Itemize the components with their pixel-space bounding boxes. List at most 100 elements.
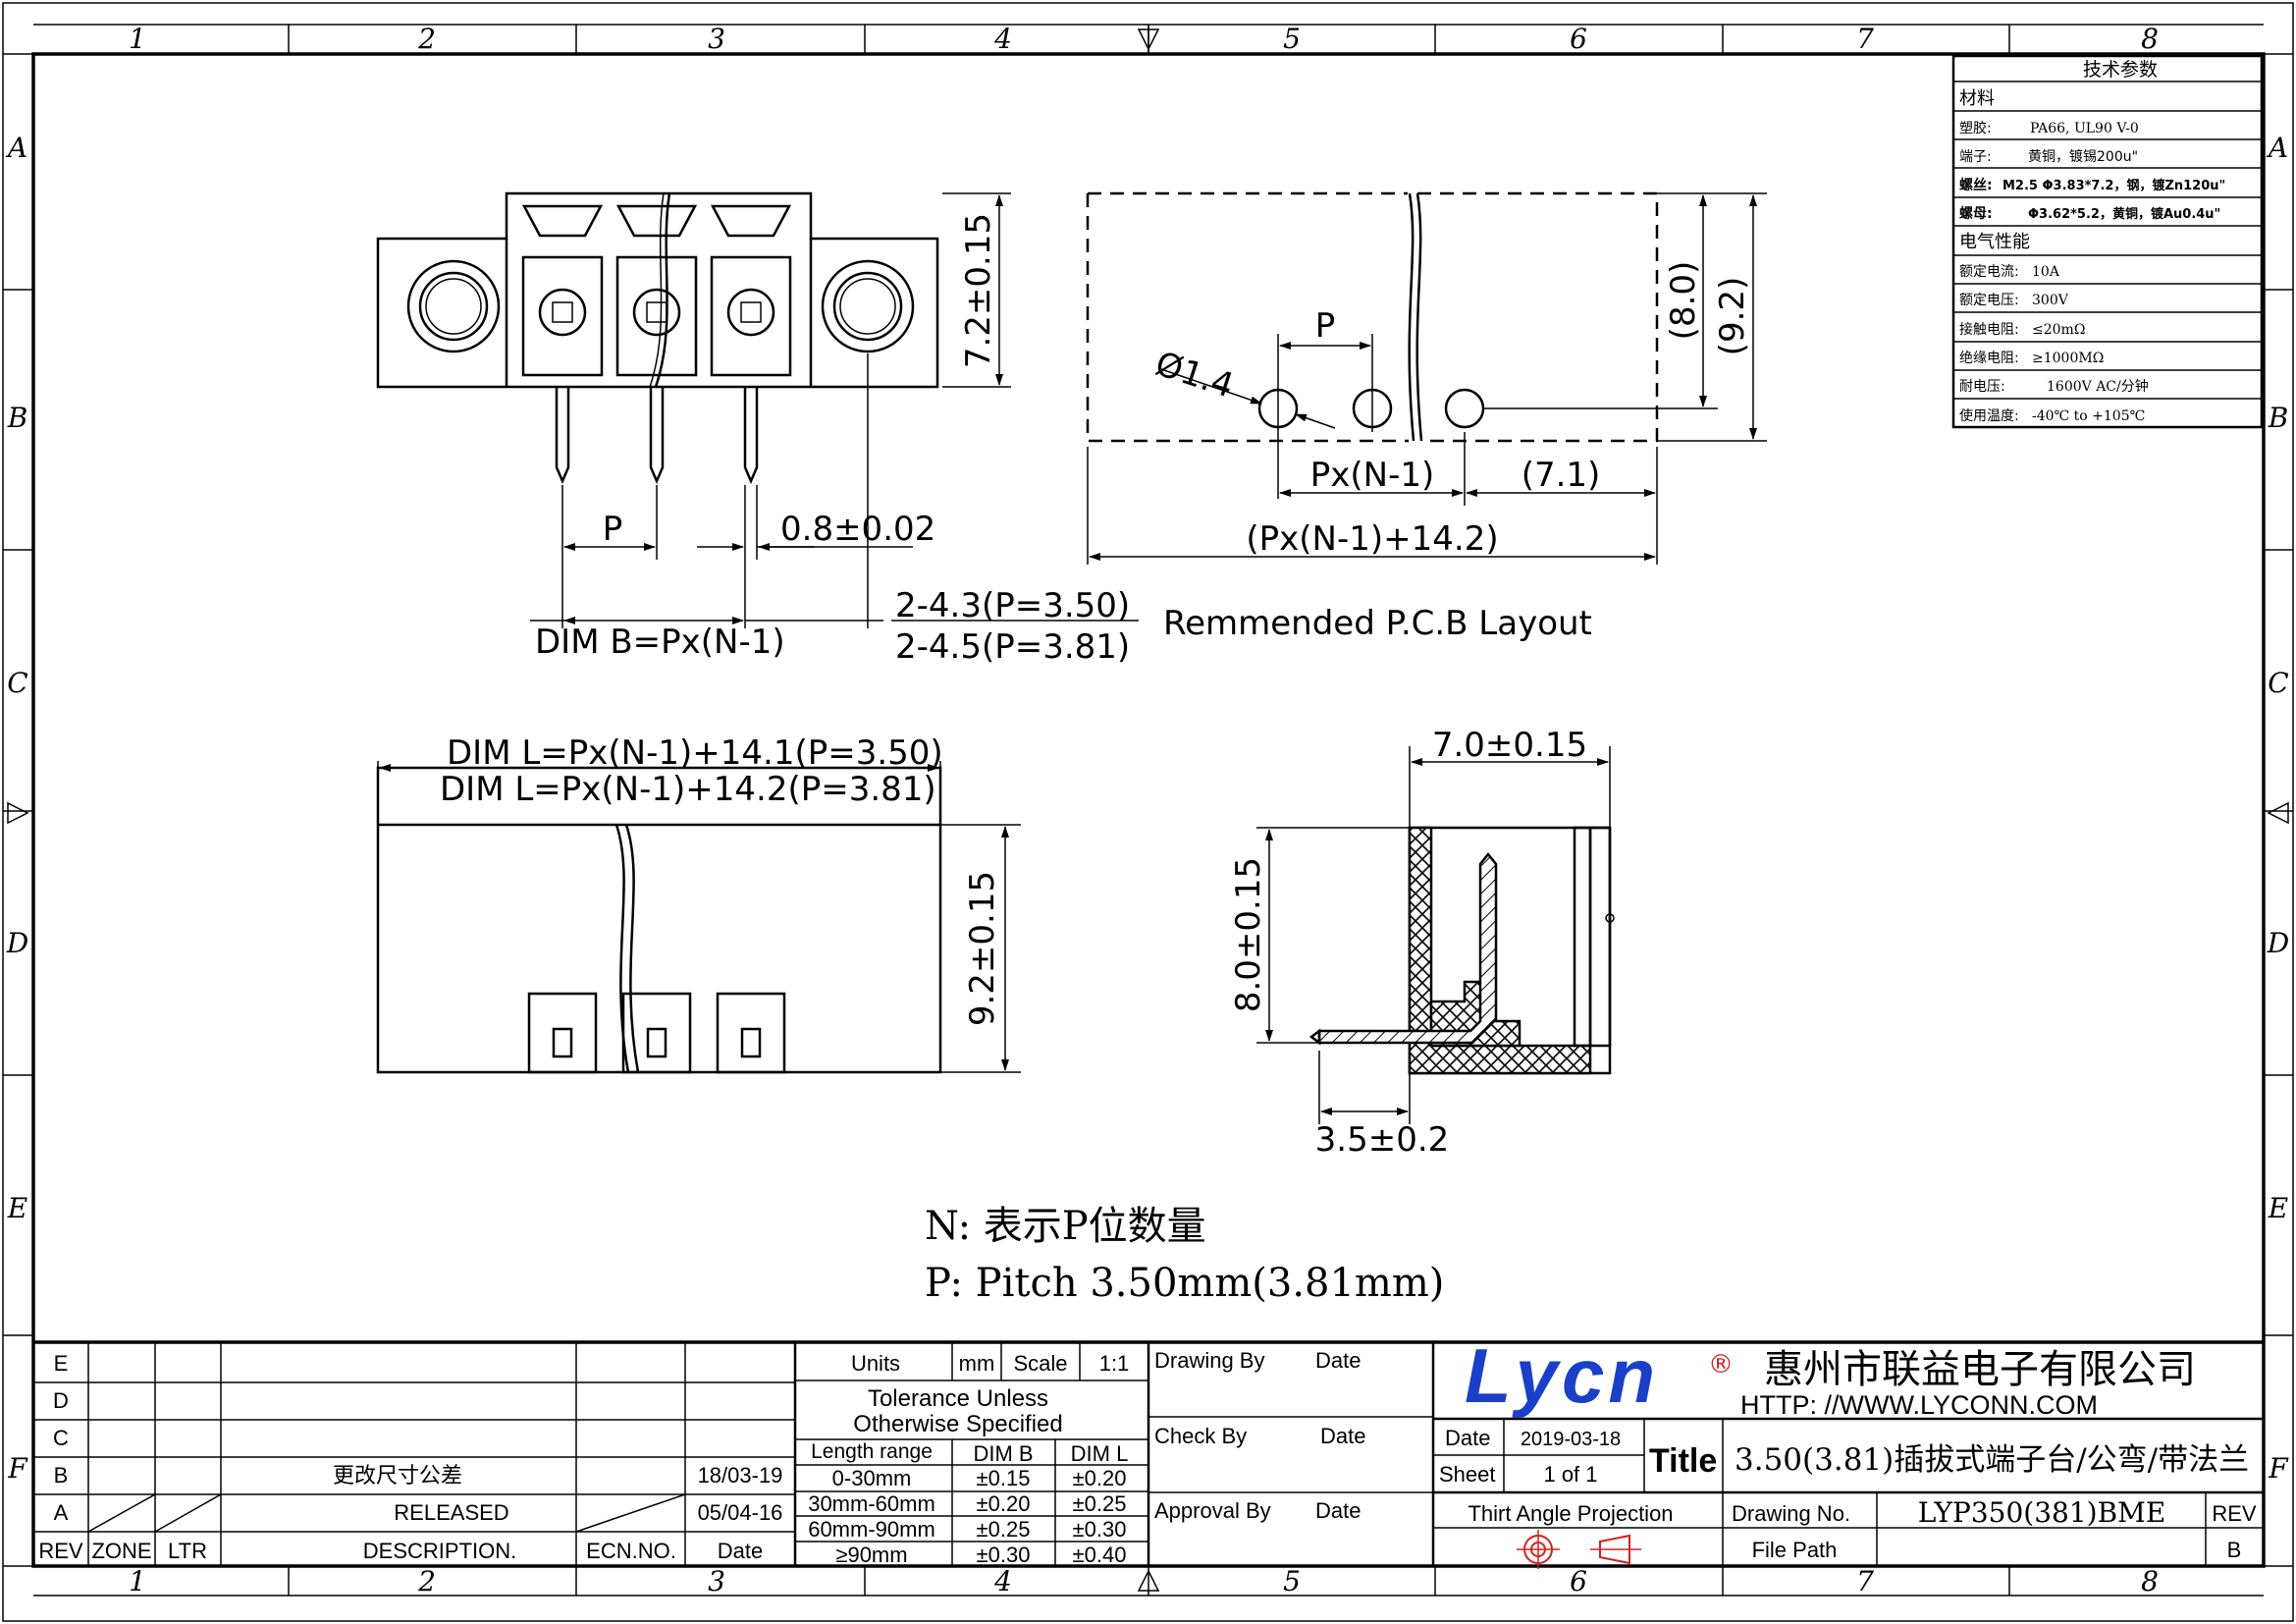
pcb-layout-dims: Ø1.4 P (8.0) (9.2) Px(N-1) (7.1) (Px(N-1… xyxy=(1150,261,1752,643)
ltr-header: LTR xyxy=(168,1539,207,1563)
pitch-dim: P xyxy=(603,510,623,549)
signoff-text: Drawing By Date Check By Date Approval B… xyxy=(1154,1348,1365,1523)
front-view xyxy=(376,191,1139,628)
pin-width-dim: 0.8±0.02 xyxy=(780,510,935,549)
spec-label: 塑胶: xyxy=(1959,120,1992,136)
spec-value: -40℃ to +105℃ xyxy=(2032,408,2145,424)
title-text: 惠州市联益电子有限公司 HTTP: //WWW.LYCONN.COM Date … xyxy=(1439,1347,2257,1562)
rev-desc: RELEASED xyxy=(394,1500,508,1525)
note-n: N: 表示P位数量 xyxy=(925,1204,1206,1249)
spec-material-header: 材料 xyxy=(1959,88,1995,108)
rev-date: 05/04-16 xyxy=(698,1500,783,1525)
desc-header: DESCRIPTION. xyxy=(363,1539,516,1563)
spec-label: 耐电压: xyxy=(1959,379,2005,395)
company-logo: Lycn ® xyxy=(1465,1332,1734,1419)
spec-value: 黄铜，镀锡200u" xyxy=(2028,148,2138,165)
col-label: 5 xyxy=(1283,1565,1301,1597)
scale-label: Scale xyxy=(1013,1351,1067,1376)
mount-hole-dim-2: 2-4.5(P=3.81) xyxy=(895,627,1130,667)
dimb-header: DIM B xyxy=(973,1441,1033,1466)
dimb-cell: ±0.25 xyxy=(977,1517,1031,1542)
hole-dia: Ø1.4 xyxy=(1150,345,1238,406)
logo-reg: ® xyxy=(1708,1350,1734,1380)
row-label: D xyxy=(6,927,28,959)
col-label: 7 xyxy=(1856,1565,1874,1597)
pcb-title: Remmended P.C.B Layout xyxy=(1163,604,1592,643)
rev-header: REV xyxy=(38,1539,83,1563)
range-cell: ≥90mm xyxy=(835,1543,907,1567)
spec-label: 绝缘电阻: xyxy=(1959,351,2019,366)
signoff-block xyxy=(1148,1342,1435,1566)
spec-table xyxy=(1951,54,2264,429)
row-label: B xyxy=(2268,402,2289,434)
col-label: 6 xyxy=(1570,23,1587,55)
top-view-dims: DIM L=Px(N-1)+14.1(P=3.50) DIM L=Px(N-1)… xyxy=(440,733,1002,1026)
row-label: E xyxy=(2268,1192,2288,1224)
projection-label: Thirt Angle Projection xyxy=(1468,1501,1673,1526)
rev-row: D xyxy=(53,1388,69,1413)
approval-by-label: Approval By xyxy=(1154,1498,1271,1523)
range-cell: 30mm-60mm xyxy=(808,1491,935,1516)
date-label: Date xyxy=(1445,1426,1490,1450)
row-label: A xyxy=(2266,132,2288,164)
rev-desc: 更改尺寸公差 xyxy=(333,1463,462,1488)
dim-b: DIM B=Px(N-1) xyxy=(535,623,785,662)
pcb-pn: Px(N-1) xyxy=(1310,456,1435,495)
spec-label: 使用温度: xyxy=(1959,407,2019,424)
notes: N: 表示P位数量 P: Pitch 3.50mm(3.81mm) xyxy=(925,1204,1444,1306)
sheet-value: 1 of 1 xyxy=(1543,1462,1597,1487)
rev-row: C xyxy=(53,1426,69,1450)
side-view-dims: 7.0±0.15 8.0±0.15 3.5±0.2 xyxy=(1229,726,1587,1160)
signoff-date-label: Date xyxy=(1320,1424,1365,1448)
side-pin: 3.5±0.2 xyxy=(1315,1120,1450,1160)
rev-label: REV xyxy=(2212,1501,2257,1526)
col-label: 2 xyxy=(417,23,436,55)
company-name: 惠州市联益电子有限公司 xyxy=(1764,1347,2196,1392)
col-label: 3 xyxy=(708,1565,725,1597)
units-label: Units xyxy=(851,1351,900,1376)
row-label: D xyxy=(2267,927,2289,959)
col-label: 4 xyxy=(993,1565,1012,1597)
col-label: 6 xyxy=(1570,1565,1587,1597)
note-p: P: Pitch 3.50mm(3.81mm) xyxy=(925,1261,1444,1306)
row-label: A xyxy=(5,132,27,164)
row-label: F xyxy=(2268,1452,2289,1485)
rev-date: 18/03-19 xyxy=(698,1463,783,1488)
col-label: 3 xyxy=(708,23,725,55)
diml-cell: ±0.20 xyxy=(1073,1466,1127,1490)
row-label: B xyxy=(7,402,28,434)
spec-label: 螺丝: xyxy=(1959,177,1993,193)
spec-title: 技术参数 xyxy=(2083,59,2158,81)
spec-value: ≥1000MΩ xyxy=(2032,351,2104,366)
signoff-date-label: Date xyxy=(1315,1348,1361,1373)
spec-electrical-header: 电气性能 xyxy=(1959,232,2030,251)
spec-label: 端子: xyxy=(1959,149,1992,165)
spec-value: Φ3.62*5.2，黄铜，镀Au0.4u" xyxy=(2028,206,2220,222)
zone-header: ZONE xyxy=(91,1539,151,1563)
dimb-cell: ±0.30 xyxy=(977,1543,1031,1567)
col-label: 8 xyxy=(2141,23,2159,55)
tolerance-heading: Tolerance Unless xyxy=(868,1385,1048,1412)
row-label: F xyxy=(7,1452,28,1485)
tolerance-text: Units mm Scale 1:1 Tolerance Unless Othe… xyxy=(808,1351,1129,1567)
file-path-label: File Path xyxy=(1752,1538,1838,1562)
col-label: 1 xyxy=(129,23,146,55)
spec-value: PA66, UL90 V-0 xyxy=(2030,121,2139,136)
scale-value: 1:1 xyxy=(1099,1351,1130,1376)
spec-label: 额定电流: xyxy=(1959,264,2019,280)
pcb-dim-8: (8.0) xyxy=(1664,261,1703,341)
frame-labels: 1 2 3 4 5 6 7 8 1 2 3 4 5 6 7 8 A B C D … xyxy=(5,23,2289,1597)
col-label: 7 xyxy=(1856,23,1874,55)
front-view-dims: 7.2±0.15 P 0.8±0.02 DIM B=Px(N-1) 2-4.3(… xyxy=(535,213,1130,667)
row-label: C xyxy=(7,667,27,699)
side-height: 8.0±0.15 xyxy=(1229,857,1268,1012)
third-angle-projection-icon xyxy=(1517,1530,1641,1569)
range-cell: 0-30mm xyxy=(832,1466,912,1490)
range-cell: 60mm-90mm xyxy=(808,1517,935,1542)
mount-hole-dim-1: 2-4.3(P=3.50) xyxy=(895,586,1130,625)
revision-text: E D C B A 更改尺寸公差 RELEASED 18/03-19 05/04… xyxy=(38,1351,782,1563)
height-dim: 7.2±0.15 xyxy=(959,213,998,368)
drawing-title: 3.50(3.81)插拔式端子台/公弯/带法兰 xyxy=(1735,1442,2249,1478)
dimb-cell: ±0.15 xyxy=(977,1466,1031,1490)
